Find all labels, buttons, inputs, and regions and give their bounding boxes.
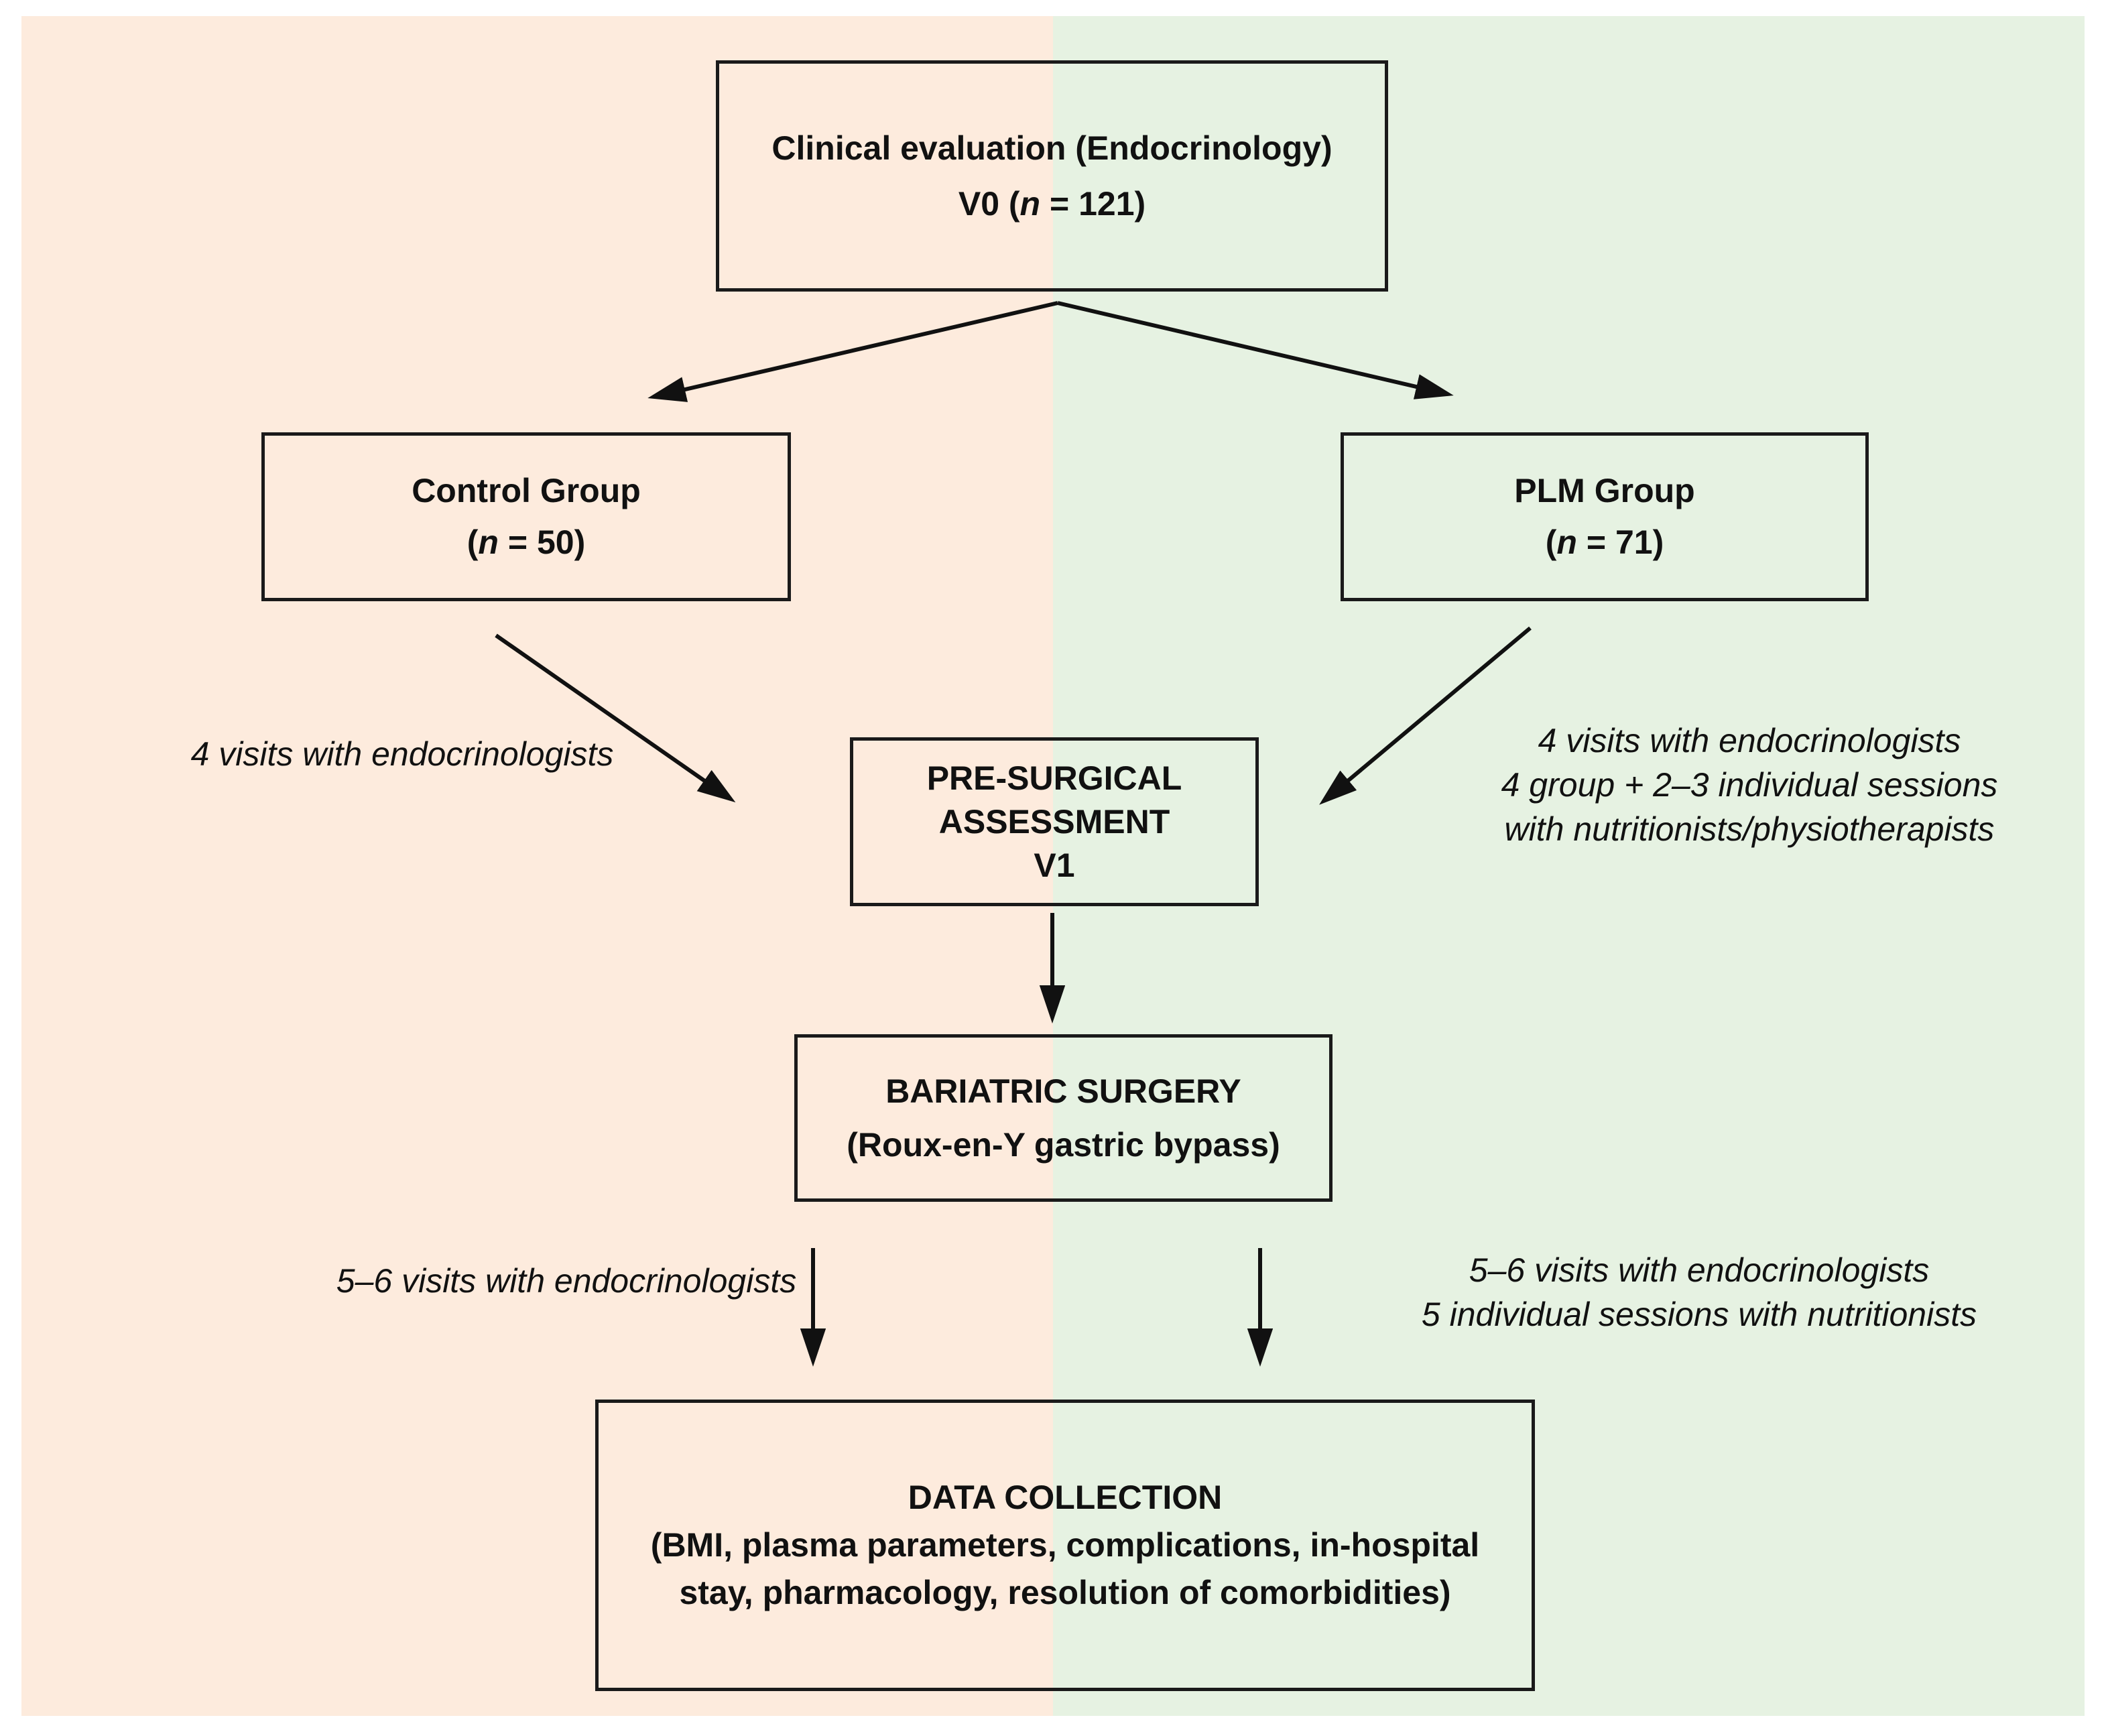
clinical-evaluation-box: Clinical evaluation (Endocrinology) V0 (… xyxy=(716,60,1388,292)
plm-group-box: PLM Group (n = 71) xyxy=(1341,432,1869,601)
annotation-plm-postsurgical: 5–6 visits with endocrinologists 5 indiv… xyxy=(1357,1248,2041,1337)
annotation-plm-presurgical-line2: 4 group + 2–3 individual sessions xyxy=(1501,766,1998,804)
presurgical-line1: PRE-SURGICAL xyxy=(926,759,1182,797)
data-collection-box: DATA COLLECTION (BMI, plasma parameters,… xyxy=(595,1400,1535,1691)
presurgical-line3: V1 xyxy=(1034,846,1075,884)
clinical-evaluation-n: V0 (n = 121) xyxy=(958,184,1146,223)
control-group-background-panel xyxy=(21,16,1053,1716)
plm-group-title: PLM Group xyxy=(1514,471,1695,509)
annotation-control-presurgical-text: 4 visits with endocrinologists xyxy=(190,735,614,773)
annotation-plm-postsurgical-line1: 5–6 visits with endocrinologists xyxy=(1469,1251,1930,1289)
annotation-control-postsurgical-text: 5–6 visits with endocrinologists xyxy=(336,1262,797,1300)
annotation-plm-presurgical-line1: 4 visits with endocrinologists xyxy=(1538,722,1961,759)
annotation-plm-presurgical: 4 visits with endocrinologists 4 group +… xyxy=(1448,719,2051,851)
annotation-control-postsurgical: 5–6 visits with endocrinologists xyxy=(268,1259,865,1303)
control-group-box: Control Group (n = 50) xyxy=(261,432,791,601)
data-collection-details: (BMI, plasma parameters, complications, … xyxy=(650,1526,1480,1611)
plm-group-background-panel xyxy=(1053,16,2085,1716)
bariatric-surgery-box: BARIATRIC SURGERY (Roux-en-Y gastric byp… xyxy=(794,1034,1333,1202)
annotation-plm-postsurgical-line2: 5 individual sessions with nutritionists xyxy=(1421,1296,1977,1333)
plm-group-n: (n = 71) xyxy=(1545,523,1664,561)
presurgical-line2: ASSESSMENT xyxy=(938,802,1170,841)
presurgical-assessment-box: PRE-SURGICAL ASSESSMENT V1 xyxy=(850,737,1259,906)
annotation-control-presurgical: 4 visits with endocrinologists xyxy=(107,732,697,776)
annotation-plm-presurgical-line3: with nutritionists/physiotherapists xyxy=(1504,810,1995,848)
bariatric-surgery-subtitle: (Roux-en-Y gastric bypass) xyxy=(847,1126,1280,1164)
bariatric-surgery-title: BARIATRIC SURGERY xyxy=(885,1072,1241,1110)
control-group-n: (n = 50) xyxy=(467,523,586,561)
data-collection-title: DATA COLLECTION xyxy=(908,1479,1223,1516)
control-group-title: Control Group xyxy=(412,471,641,509)
clinical-evaluation-title: Clinical evaluation (Endocrinology) xyxy=(771,129,1333,167)
